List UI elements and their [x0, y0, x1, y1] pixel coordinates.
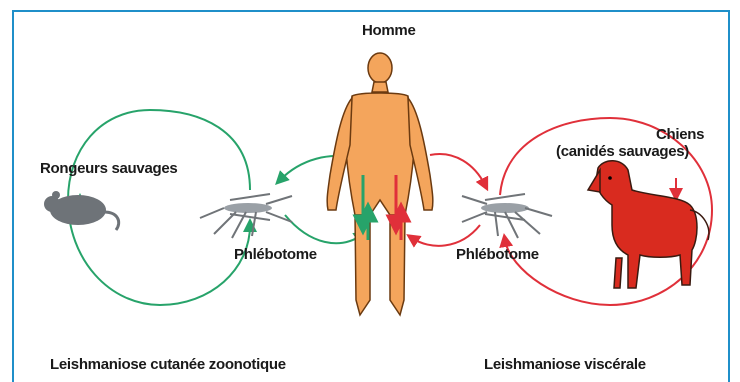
caption-leishmaniose-viscerale: Leishmaniose viscérale — [484, 356, 646, 373]
human-figure-icon — [327, 53, 433, 315]
zoonotic-cycle-arrows — [68, 110, 362, 305]
label-phlebotome-right: Phlébotome — [456, 246, 539, 263]
label-canides-sauvages: (canidés sauvages) — [556, 143, 689, 160]
label-phlebotome-left: Phlébotome — [234, 246, 317, 263]
caption-leishmaniose-cutanee: Leishmaniose cutanée zoonotique — [50, 356, 286, 373]
dog-icon — [588, 161, 709, 288]
label-chiens: Chiens — [656, 126, 704, 143]
rodent-icon — [44, 191, 119, 230]
label-homme: Homme — [362, 22, 416, 39]
label-rongeurs-sauvages: Rongeurs sauvages — [40, 160, 177, 177]
sandfly-icon — [200, 194, 292, 238]
